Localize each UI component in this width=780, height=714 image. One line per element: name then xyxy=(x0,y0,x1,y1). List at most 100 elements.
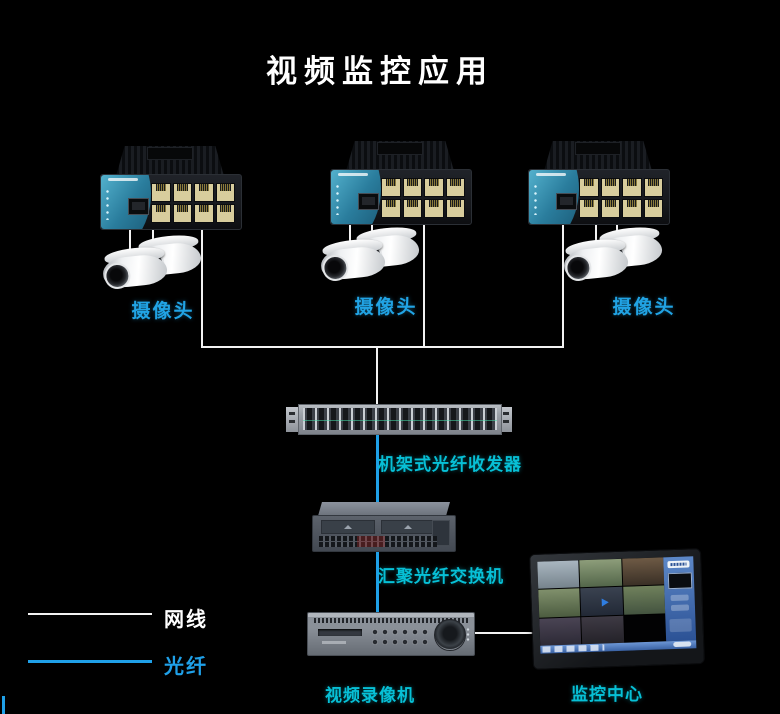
switch-front-face xyxy=(312,515,456,552)
fiber-line xyxy=(376,432,379,511)
rj45-port xyxy=(194,204,214,223)
rj45-port xyxy=(579,199,599,218)
industrial-switch-2 xyxy=(330,141,472,225)
rj45-port xyxy=(194,183,214,202)
rack-chassis xyxy=(298,404,502,435)
rj45-port-block xyxy=(579,178,663,218)
media-converter-rack xyxy=(286,404,512,435)
rj45-port xyxy=(445,178,465,197)
network-cable-line xyxy=(562,223,564,347)
switch-front-panel xyxy=(528,169,670,225)
button-grid xyxy=(370,627,432,647)
rj45-port xyxy=(622,178,642,197)
camera-feed-tile xyxy=(539,616,582,646)
rj45-port xyxy=(424,199,444,218)
rj45-port xyxy=(579,178,599,197)
network-cable-line xyxy=(595,223,597,249)
media-converter-label: 机架式光纤收发器 xyxy=(378,455,522,474)
module-slot xyxy=(381,520,435,534)
led-indicators xyxy=(466,627,470,643)
legend-network-line xyxy=(28,613,152,615)
legend-fiber-line xyxy=(28,660,152,663)
network-cable-bus-line xyxy=(201,346,564,348)
din-rail-clip xyxy=(377,142,423,155)
sidebar-button xyxy=(670,594,689,602)
rj45-port xyxy=(445,199,465,218)
rj45-port xyxy=(381,199,401,218)
aggregation-switch xyxy=(312,502,456,552)
network-cable-line xyxy=(201,228,203,347)
camera-feed-tile xyxy=(622,585,666,615)
brand-mark xyxy=(322,641,346,644)
port-strip xyxy=(319,536,437,547)
bullet-camera xyxy=(101,244,171,298)
camera-feed-tile xyxy=(538,588,581,618)
din-rail-clip xyxy=(575,142,621,155)
vent-strip xyxy=(314,618,468,623)
video-recorder xyxy=(307,612,475,656)
port-strip-accent xyxy=(357,536,385,547)
rj45-port xyxy=(172,204,192,223)
rj45-port xyxy=(424,178,444,197)
camera-feed-tile xyxy=(579,558,622,588)
camera-feed-tile xyxy=(580,587,623,616)
bullet-camera xyxy=(319,236,389,290)
rj45-port-block xyxy=(151,183,235,223)
rack-mount-ear xyxy=(500,407,512,432)
software-logo xyxy=(667,560,690,569)
switch-top-face xyxy=(318,502,450,516)
camera-label-1: 摄像头 xyxy=(131,301,195,322)
rj45-port xyxy=(402,199,422,218)
fiber-line xyxy=(376,549,379,616)
toolbar-pill-button xyxy=(673,641,692,648)
camera-feed-tile xyxy=(621,557,665,587)
camera-feed-tile xyxy=(537,560,580,590)
direction-arrow xyxy=(601,598,609,607)
network-cable-line xyxy=(349,223,351,249)
rj45-port xyxy=(643,178,663,197)
network-cable-line xyxy=(376,347,378,406)
rj45-port xyxy=(381,178,401,197)
page-title: 视频监控应用 xyxy=(266,54,494,89)
toolbar-buttons xyxy=(542,644,605,653)
rj45-port xyxy=(600,178,620,197)
sidebar-button xyxy=(670,604,690,612)
network-cable-line xyxy=(129,228,131,256)
rj45-port xyxy=(643,199,663,218)
rj45-port xyxy=(402,178,422,197)
disc-tray xyxy=(318,629,362,636)
industrial-switch-1 xyxy=(100,146,242,230)
sfp-port xyxy=(358,193,379,210)
network-cable-line xyxy=(423,223,425,347)
switch-front-panel xyxy=(330,169,472,225)
camera-feed-grid xyxy=(537,557,667,646)
sfp-port xyxy=(128,198,149,215)
monitoring-center-label: 监控中心 xyxy=(571,685,643,704)
network-cable-line xyxy=(471,632,537,634)
rj45-port xyxy=(600,199,620,218)
camera-feed-tile-empty xyxy=(623,613,667,643)
din-rail-clip xyxy=(147,147,193,160)
monitoring-center-display xyxy=(529,548,705,670)
rj45-port xyxy=(622,199,642,218)
monitor-screen xyxy=(537,556,697,654)
legend-fiber-label: 光纤 xyxy=(164,656,208,678)
module-slot xyxy=(321,520,375,534)
rj45-port xyxy=(151,204,171,223)
rack-mount-ear xyxy=(286,407,298,432)
sidebar-text-block xyxy=(669,618,692,633)
preview-box xyxy=(667,572,693,590)
ip-camera-pair-2 xyxy=(319,224,425,292)
camera-label-2: 摄像头 xyxy=(354,297,418,318)
led-indicators xyxy=(105,188,110,220)
rj45-port-block xyxy=(381,178,465,218)
fiber-edge-tick xyxy=(2,696,5,714)
ip-camera-pair-1 xyxy=(101,232,207,300)
rj45-port xyxy=(151,183,171,202)
legend-network-label: 网线 xyxy=(164,609,208,631)
ip-camera-pair-3 xyxy=(562,224,668,292)
video-recorder-label: 视频录像机 xyxy=(325,686,415,705)
bullet-camera xyxy=(562,236,632,290)
led-indicators xyxy=(335,183,340,215)
rj45-port xyxy=(215,204,235,223)
